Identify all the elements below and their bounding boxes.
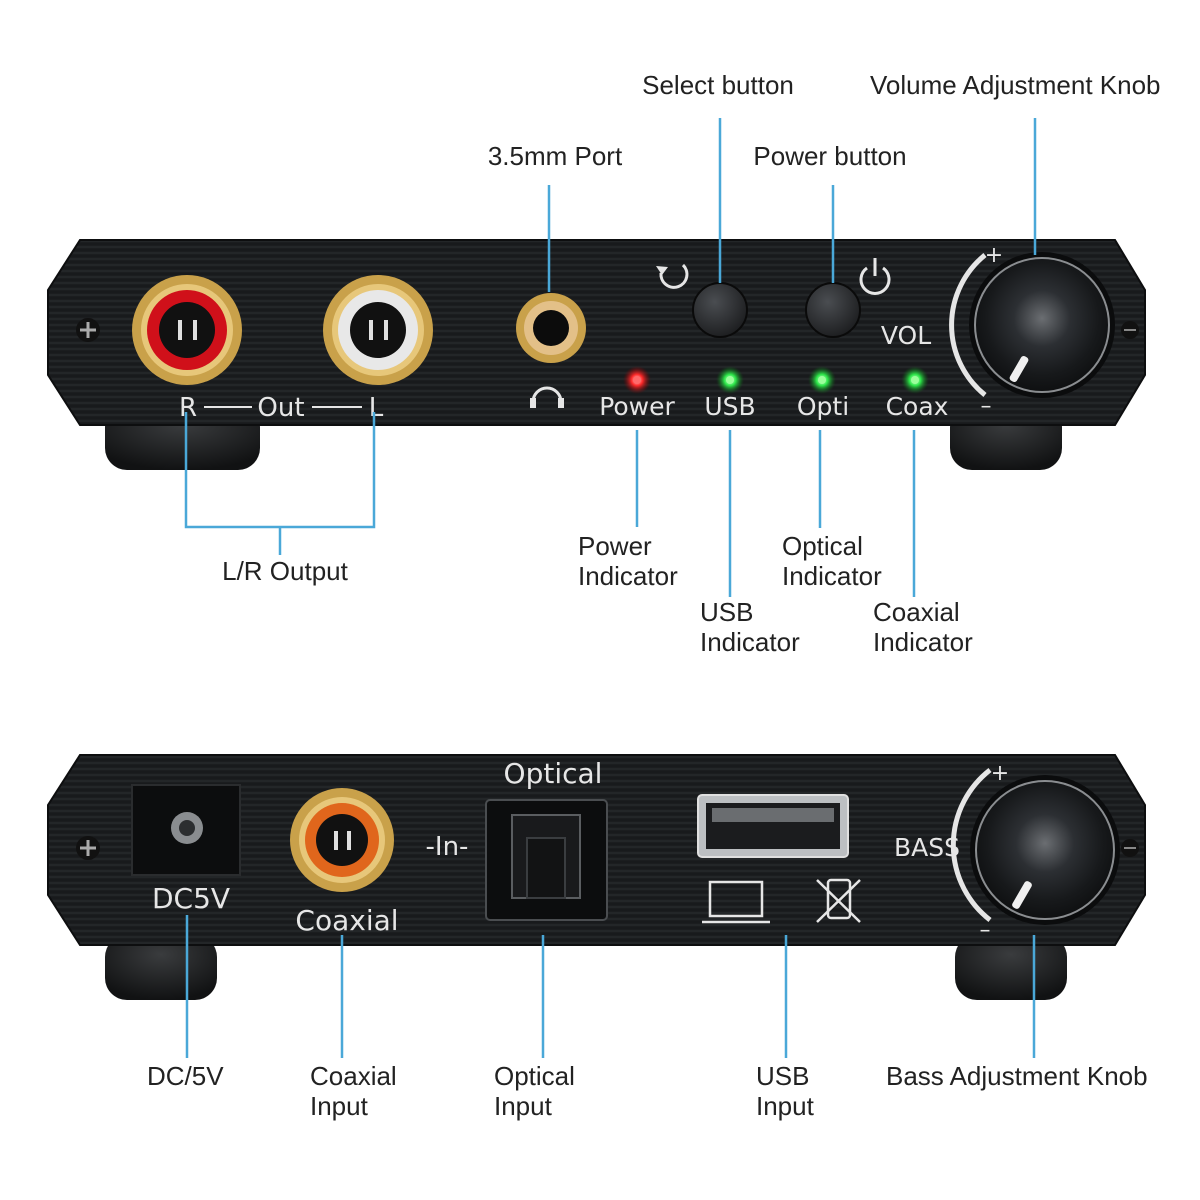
cycle-icon [656, 263, 689, 289]
bass-arc [950, 768, 992, 922]
bass-label: BASS [894, 833, 960, 862]
callout-bass-knob: Bass Adjustment Knob [886, 1061, 1148, 1091]
callout-lr-output: L/R Output [222, 556, 348, 586]
rca-jack-left[interactable] [323, 275, 433, 385]
callout-dc5v: DC/5V [147, 1061, 224, 1091]
dc-jack[interactable] [131, 784, 241, 876]
callout-usb-indicator: USB Indicator [700, 597, 800, 657]
led-coax-label: Coax [886, 392, 949, 421]
callout-coaxial-input-line2: Input [310, 1091, 368, 1121]
headphone-icon [530, 386, 564, 408]
coax-led [901, 366, 929, 394]
bass-knob[interactable] [970, 775, 1120, 925]
out-l-label: L [369, 393, 384, 423]
coaxial-jack[interactable] [290, 788, 394, 892]
callout-optical-input-line1: Optical [494, 1061, 575, 1091]
callout-usb-indicator-line1: USB [700, 597, 754, 627]
led-opti-label: Opti [797, 392, 849, 421]
usb-led [716, 366, 744, 394]
select-button[interactable] [692, 282, 748, 338]
callout-optical-indicator-line2: Indicator [782, 561, 882, 591]
coaxial-label: Coaxial [295, 904, 398, 937]
callout-coaxial-indicator-line1: Coaxial [873, 597, 960, 627]
led-usb-label: USB [704, 392, 755, 421]
back-screw-right [1121, 839, 1139, 857]
callout-coaxial-input-line1: Coaxial [310, 1061, 397, 1091]
bass-minus: – [980, 918, 991, 943]
callout-usb-input-line2: Input [756, 1091, 814, 1121]
power-icon [859, 258, 891, 295]
usb-port[interactable] [697, 794, 849, 858]
callout-usb-indicator-line2: Indicator [700, 627, 800, 657]
out-label: Out [257, 393, 304, 423]
front-panel: R Out L [47, 239, 1146, 470]
rca-jack-right[interactable] [132, 275, 242, 385]
callout-coaxial-indicator: Coaxial Indicator [873, 597, 973, 657]
vol-arc [949, 253, 987, 397]
power-button[interactable] [805, 282, 861, 338]
back-panel: DC5V Coaxial -In- Optical [47, 754, 1146, 1000]
vol-label: VOL [881, 321, 931, 350]
callout-power-indicator: Power Indicator [578, 531, 678, 591]
power-led [623, 366, 651, 394]
callout-volume-knob: Volume Adjustment Knob [870, 70, 1161, 100]
front-screw-left [76, 318, 100, 342]
back-screw-left [76, 836, 100, 860]
volume-knob[interactable] [969, 252, 1115, 398]
callout-lines [184, 118, 1037, 1058]
callout-power-button: Power button [753, 141, 907, 171]
callout-power-indicator-line2: Indicator [578, 561, 678, 591]
callout-select-button: Select button [642, 70, 794, 100]
callout-usb-input: USB Input [756, 1061, 814, 1121]
headphone-port[interactable] [516, 293, 586, 363]
no-phone-icon [816, 878, 861, 923]
dc-label: DC5V [152, 882, 230, 915]
in-label: -In- [426, 832, 469, 862]
optical-port[interactable] [485, 799, 608, 921]
back-foot-left [105, 935, 217, 1000]
callout-optical-indicator: Optical Indicator [782, 531, 882, 591]
callout-optical-indicator-line1: Optical [782, 531, 863, 561]
callout-coaxial-input: Coaxial Input [310, 1061, 397, 1121]
out-r-label: R [179, 393, 197, 423]
front-screw-right [1121, 321, 1139, 339]
opti-led [808, 366, 836, 394]
vol-plus: + [985, 243, 1003, 268]
callout-optical-input: Optical Input [494, 1061, 575, 1121]
optical-label: Optical [504, 757, 603, 790]
laptop-icon [702, 880, 770, 924]
callout-power-indicator-line1: Power [578, 531, 652, 561]
vol-minus: – [981, 394, 992, 419]
callout-optical-input-line2: Input [494, 1091, 552, 1121]
callout-35mm-port: 3.5mm Port [487, 141, 623, 171]
callout-usb-input-line1: USB [756, 1061, 810, 1091]
back-foot-right [955, 935, 1067, 1000]
led-power-label: Power [599, 392, 675, 421]
out-label-group: R Out L [179, 393, 384, 423]
bass-plus: + [991, 761, 1009, 786]
callout-coaxial-indicator-line2: Indicator [873, 627, 973, 657]
front-panel-body [47, 239, 1146, 426]
